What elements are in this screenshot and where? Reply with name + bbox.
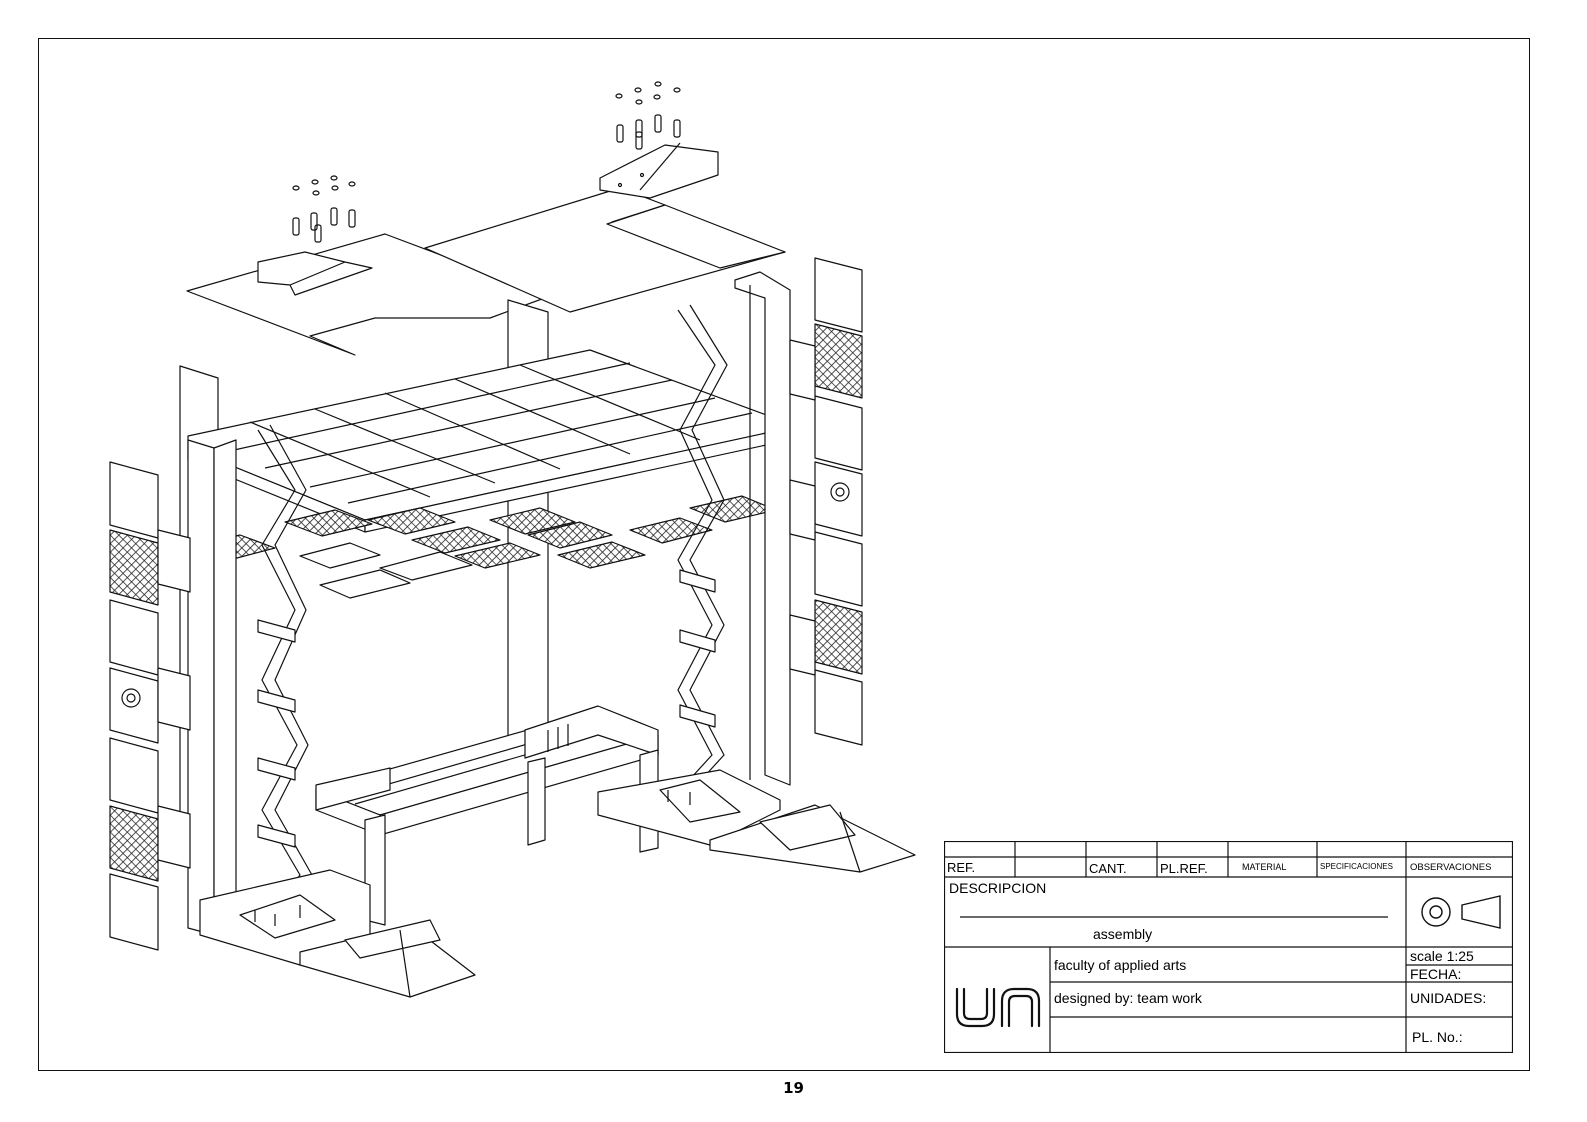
mesh-ceiling-panels: [199, 495, 777, 599]
pl-ref-header: PL.REF.: [1160, 861, 1208, 876]
scale-value: scale 1:25: [1410, 948, 1474, 964]
observations-header: OBSERVACIONES: [1410, 862, 1492, 873]
front-post-right: [734, 271, 791, 786]
drawing-frame: [38, 38, 1530, 1071]
fastener-set-right: [615, 81, 681, 150]
upper-frame-grid: [187, 349, 781, 533]
page-number: 19: [783, 1079, 804, 1097]
cant-header: CANT.: [1089, 861, 1127, 876]
title-block: REF. CANT. PL.REF. MATERIAL SPECIFICACIO…: [944, 841, 1513, 1053]
material-header: MATERIAL: [1242, 862, 1287, 872]
university-logo: [955, 987, 1041, 1028]
wall-panels-left: [109, 461, 191, 951]
descripcion-label: DESCRIPCION: [949, 880, 1047, 896]
title-block-grid: [944, 841, 1513, 1053]
wall-panels-right: [789, 257, 863, 746]
description-value: assembly: [1093, 926, 1153, 942]
institution-name: faculty of applied arts: [1054, 957, 1187, 973]
ref-header: REF.: [947, 860, 976, 875]
roof-bracket-left: [257, 251, 373, 296]
ramp-left: [299, 919, 476, 998]
base-foot-right: [597, 769, 781, 846]
unidades-label: UNIDADES:: [1410, 990, 1487, 1006]
ramp-right: [709, 804, 916, 873]
designed-by: designed by: team work: [1054, 990, 1202, 1006]
roof-plate-left: [186, 233, 551, 356]
zigzag-support-right: [677, 304, 728, 791]
front-post-left: [187, 439, 237, 946]
base-foot-left: [199, 869, 371, 966]
fecha-label: FECHA:: [1410, 966, 1462, 982]
fastener-set-left: [292, 175, 356, 243]
roof-bracket-right: [599, 142, 719, 199]
first-angle-projection-icon: [1421, 895, 1501, 929]
zigzag-support-left: [257, 424, 313, 926]
specifications-header: SPECIFICACIONES: [1320, 862, 1393, 871]
plano-number-label: PL. No.:: [1412, 1029, 1463, 1045]
